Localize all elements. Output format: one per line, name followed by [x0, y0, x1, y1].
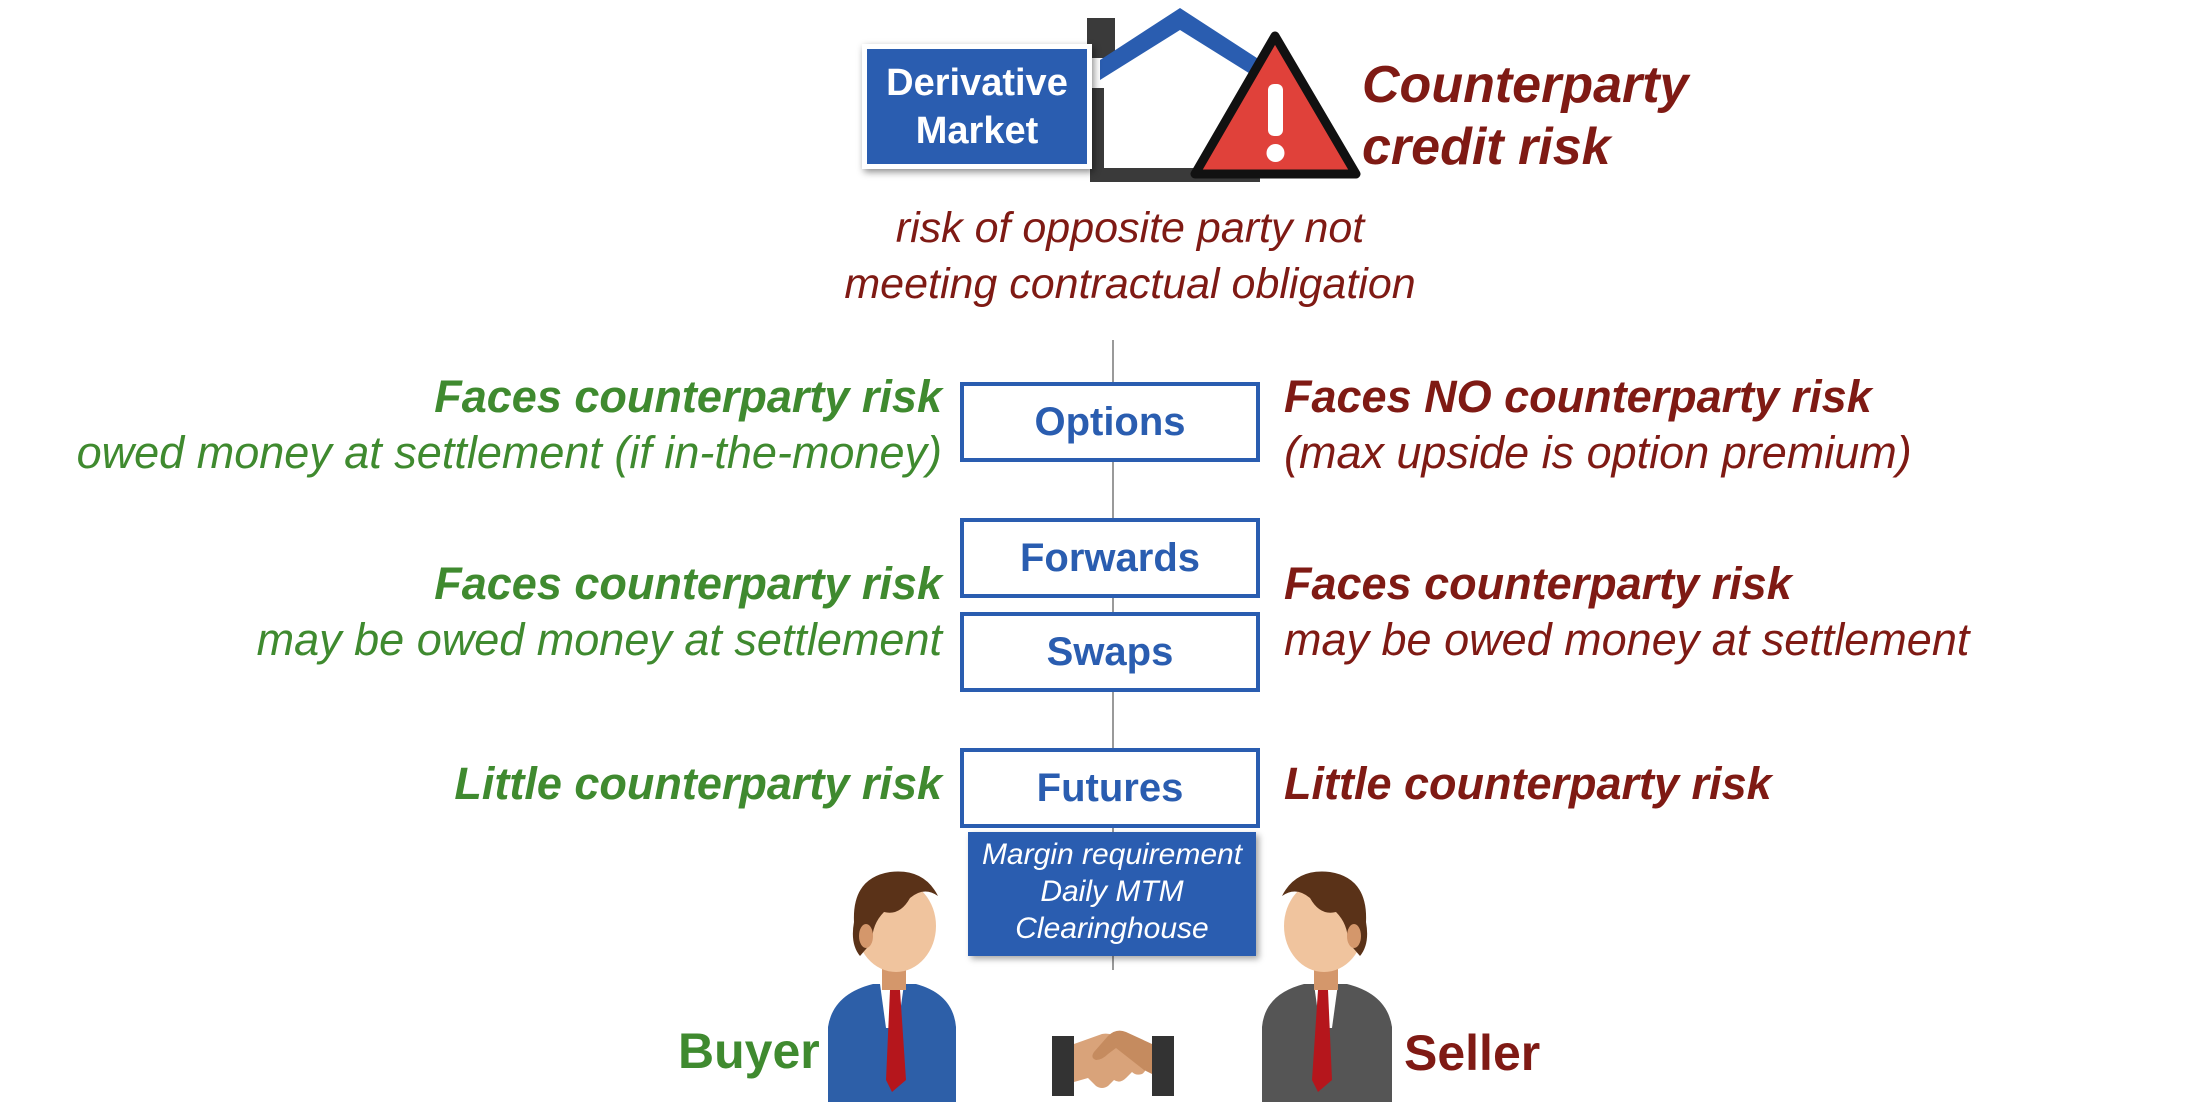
futures-note-margin: Margin requirement — [981, 838, 1243, 871]
market-label-line1: Derivative — [886, 61, 1068, 104]
buyer-label: Buyer — [678, 1023, 820, 1079]
futures-box: Futures — [960, 748, 1260, 828]
forwards-box: Forwards — [960, 518, 1260, 598]
risk-title-line1: Counterparty — [1362, 56, 1689, 114]
seller-futures-title: Little counterparty risk — [1284, 758, 1772, 809]
warning-icon — [1190, 31, 1361, 179]
handshake-icon — [1052, 1030, 1174, 1096]
risk-title: Counterparty credit risk — [1362, 54, 1688, 178]
derivative-market-label: Derivative Market — [862, 44, 1092, 169]
futures-note-clearinghouse: Clearinghouse — [1015, 912, 1209, 945]
seller-fs-sub: may be owed money at settlement — [1284, 614, 1970, 665]
futures-note-mtm: Daily MTM — [1040, 875, 1184, 908]
risk-desc-line1: risk of opposite party not — [895, 204, 1365, 252]
seller-fs-title: Faces counterparty risk — [1284, 558, 1792, 609]
seller-label: Seller — [1404, 1025, 1541, 1081]
risk-title-line2: credit risk — [1362, 118, 1611, 176]
risk-desc-line2: meeting contractual obligation — [844, 260, 1416, 308]
risk-description: risk of opposite party not meeting contr… — [700, 200, 1560, 312]
market-label-line2: Market — [915, 109, 1039, 152]
seller-options-title: Faces NO counterparty risk — [1284, 371, 1872, 422]
buyer-icon — [828, 871, 956, 1102]
options-box: Options — [960, 382, 1260, 462]
seller-options-sub: (max upside is option premium) — [1284, 427, 1912, 478]
buyer-futures-title: Little counterparty risk — [454, 758, 942, 809]
seller-icon — [1262, 871, 1392, 1102]
buyer-options-title: Faces counterparty risk — [434, 371, 942, 422]
futures-notes: Margin requirement Daily MTM Clearinghou… — [968, 832, 1256, 956]
buyer-options-sub: owed money at settlement (if in-the-mone… — [76, 427, 942, 478]
buyer-fs-title: Faces counterparty risk — [434, 558, 942, 609]
swaps-box: Swaps — [960, 612, 1260, 692]
buyer-fs-sub: may be owed money at settlement — [256, 614, 942, 665]
